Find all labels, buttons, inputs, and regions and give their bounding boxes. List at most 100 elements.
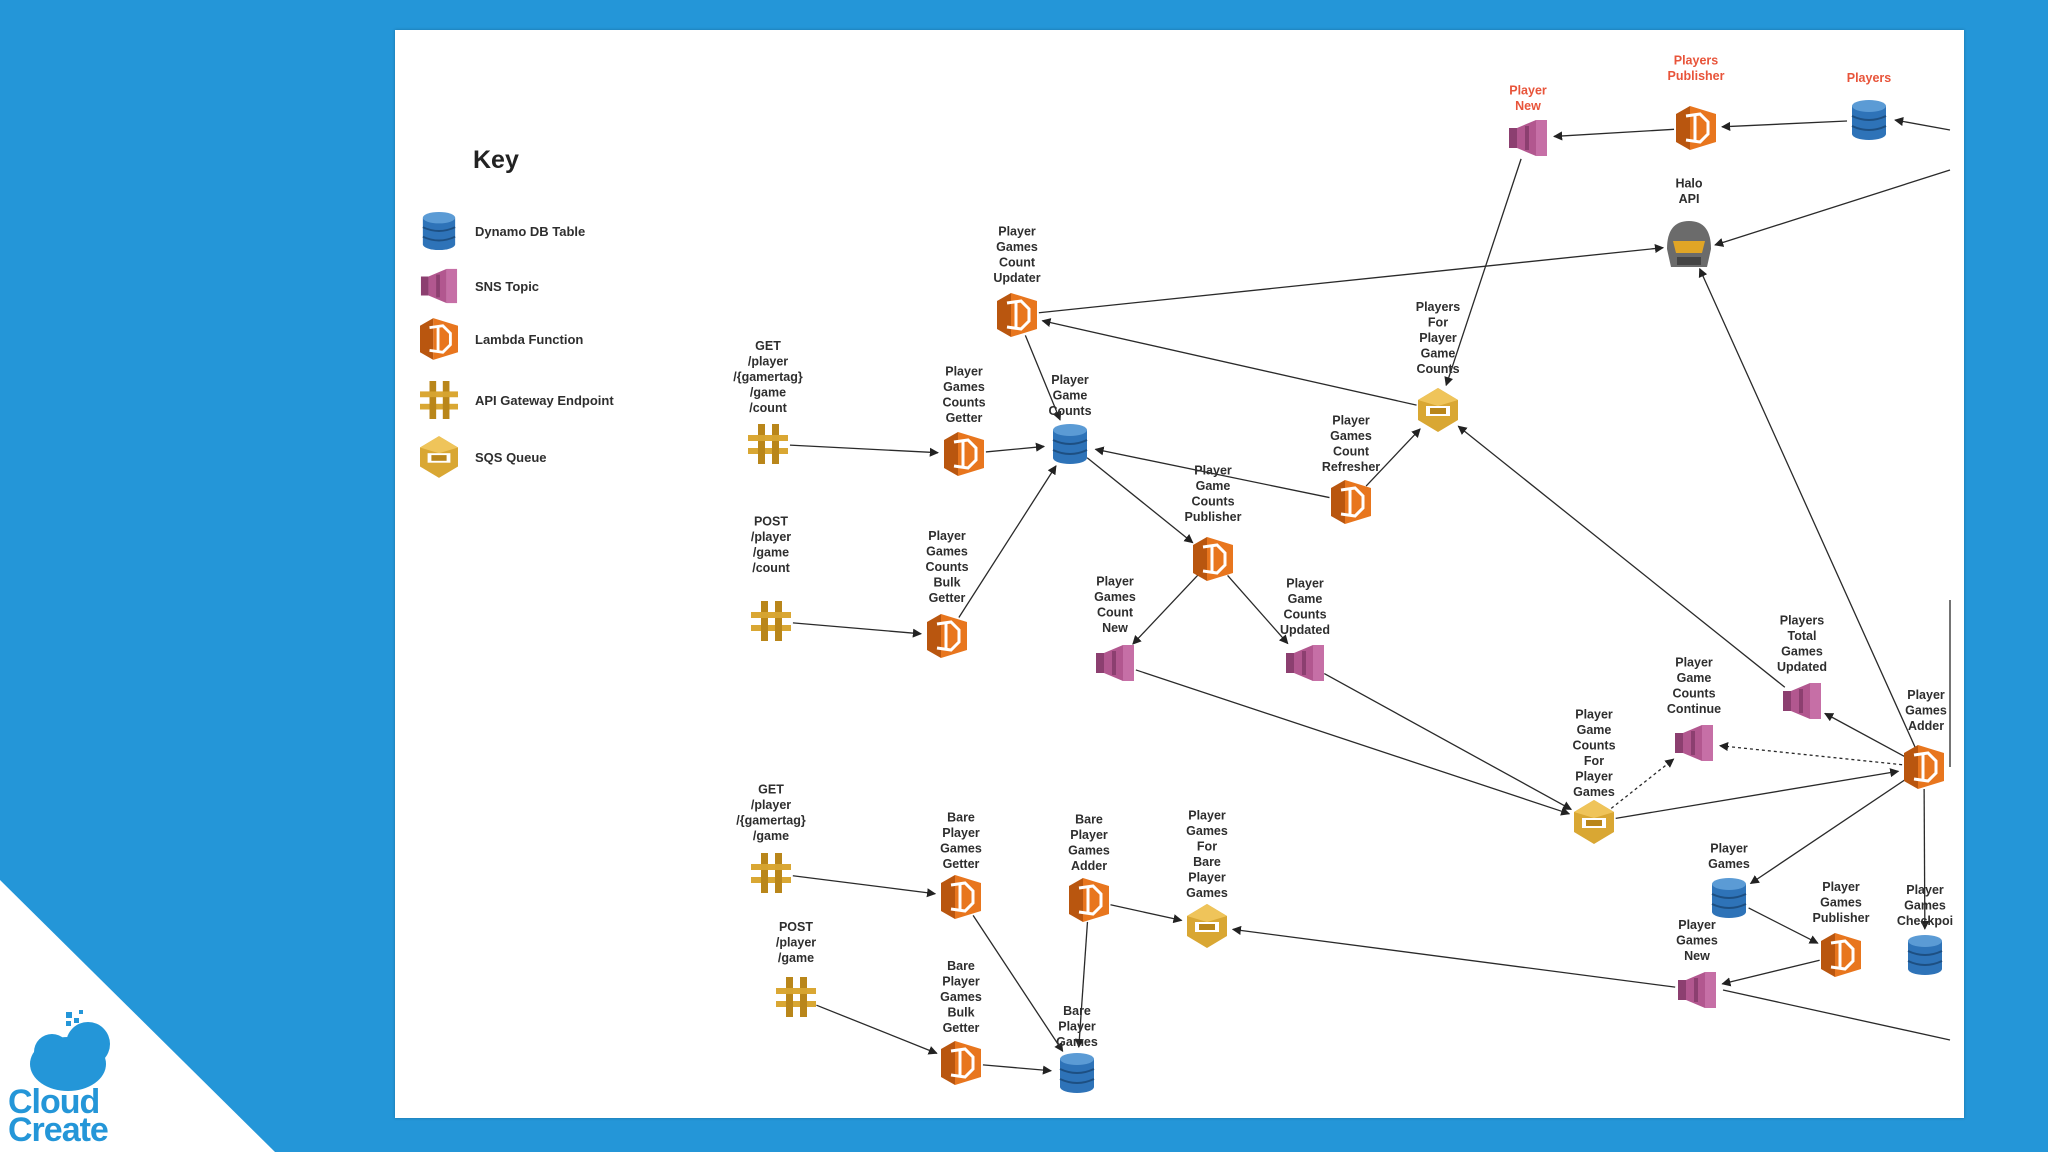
edge-player_games_adder-to-pg_counts_continue xyxy=(1718,742,1903,766)
node-label: GET/player/{gamertag}/game xyxy=(736,783,806,844)
edge-players_publisher-to-player_new xyxy=(1553,128,1675,141)
node-label-line: Games xyxy=(1820,896,1862,910)
node-label-line: Player xyxy=(1575,708,1613,722)
node-label-line: Player xyxy=(1509,84,1547,98)
node-label-line: Players xyxy=(1674,54,1719,68)
node-label-line: Total xyxy=(1788,629,1817,643)
node-label-line: Player xyxy=(998,225,1036,239)
node-label-line: Games xyxy=(926,545,968,559)
node-label-line: Game xyxy=(1421,347,1456,361)
sns-icon xyxy=(420,268,458,304)
edge-pg_count_refresher-to-players_for_pgc xyxy=(1365,428,1421,487)
cloud-logo-icon xyxy=(30,1010,110,1091)
node-api_get_count[interactable]: GET/player/{gamertag}/game/count xyxy=(733,339,803,464)
api-icon xyxy=(751,601,791,641)
node-api_post_count[interactable]: POST/player/game/count xyxy=(751,515,791,642)
edge-players_for_pgc-to-pg_count_updater xyxy=(1041,318,1417,406)
legend-label: SNS Topic xyxy=(475,279,539,294)
dynamo-icon xyxy=(1711,878,1747,918)
node-label-line: Refresher xyxy=(1322,460,1380,474)
node-label-line: /player xyxy=(751,798,791,812)
edge-player_games_adder-to-halo_api xyxy=(1698,267,1916,748)
legend-label: API Gateway Endpoint xyxy=(475,393,614,408)
edges-layer xyxy=(789,116,1951,1075)
halo-icon xyxy=(1667,221,1711,267)
dynamo-icon xyxy=(422,212,456,250)
edge-pg_counts_updated-to-pg_counts_for_pg xyxy=(1323,673,1573,811)
node-label-line: Player xyxy=(1188,809,1226,823)
lambda-icon xyxy=(1676,106,1716,150)
legend-label: Lambda Function xyxy=(475,332,583,347)
node-label-line: Counts xyxy=(1672,687,1715,701)
node-label-line: New xyxy=(1515,99,1541,113)
edge-bare_pg_getter-to-bare_player_games xyxy=(972,915,1064,1053)
node-label-line: Counts xyxy=(942,396,985,410)
edge-pg_count_new-to-pg_counts_for_pg xyxy=(1135,669,1571,816)
node-label-line: Games xyxy=(1068,844,1110,858)
node-label-line: Count xyxy=(1333,445,1370,459)
api-icon xyxy=(748,424,788,464)
node-label-line: Count xyxy=(999,256,1036,270)
node-label-line: Updated xyxy=(1280,623,1330,637)
dynamo-icon xyxy=(1907,935,1943,975)
node-label-line: Players xyxy=(1416,300,1461,314)
node-label-line: /player xyxy=(748,355,788,369)
edge-player_games_adder-to-player_games xyxy=(1749,778,1907,885)
lambda-icon xyxy=(1069,878,1109,922)
node-label-line: Games xyxy=(1676,934,1718,948)
sns-icon xyxy=(1286,645,1324,681)
company-logo-text: Cloud Create xyxy=(8,1085,109,1147)
node-label-line: Games xyxy=(1708,857,1750,871)
node-label-line: Player xyxy=(1710,842,1748,856)
lambda-icon xyxy=(1331,480,1371,524)
node-api_post_game[interactable]: POST/player/game xyxy=(776,920,816,1017)
node-api_get_game[interactable]: GET/player/{gamertag}/game xyxy=(736,783,806,894)
node-label: GET/player/{gamertag}/game/count xyxy=(733,339,803,415)
edge-pg_count_updater-to-halo_api xyxy=(1038,244,1665,314)
node-label-line: Players xyxy=(1780,614,1825,628)
edge-player_new-to-players_for_pgc xyxy=(1444,158,1522,387)
lambda-icon xyxy=(941,1041,981,1085)
node-players[interactable]: Players xyxy=(1847,71,1892,140)
node-label-line: Player xyxy=(1096,575,1134,589)
dynamo-icon xyxy=(1851,100,1887,140)
lambda-icon xyxy=(1193,537,1233,581)
edge-offscreen-0 xyxy=(1894,116,1951,131)
